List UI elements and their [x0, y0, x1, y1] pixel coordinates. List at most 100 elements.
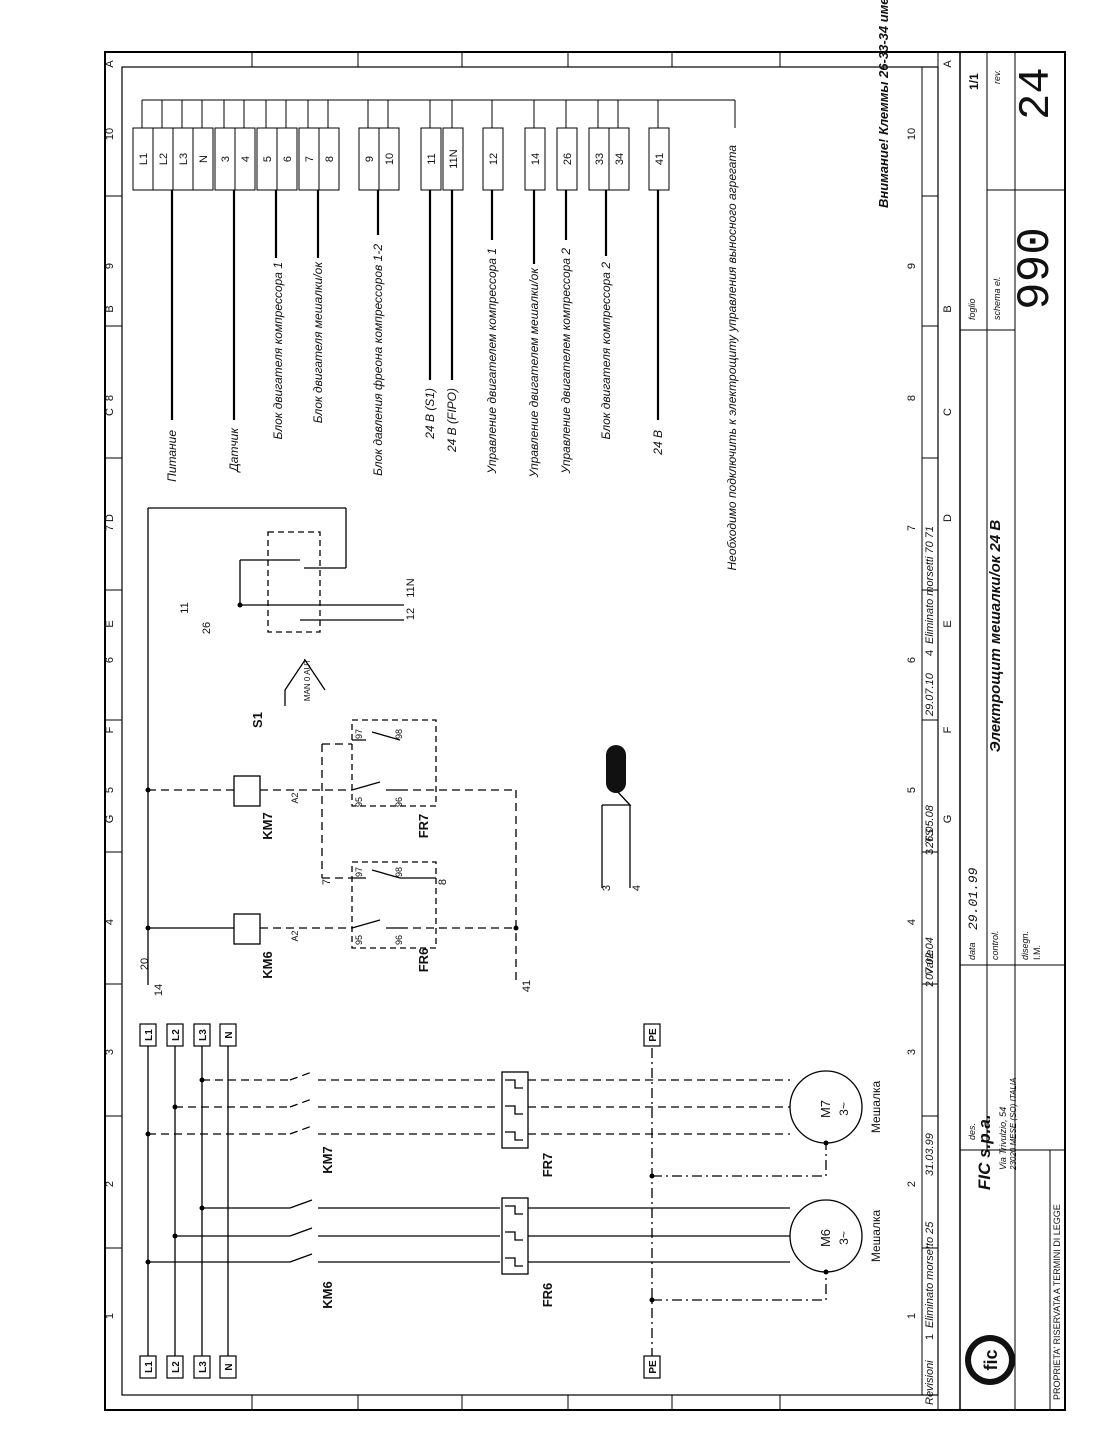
bus-tag: L2: [171, 1029, 182, 1041]
revision-date: 31.03.99: [924, 1133, 936, 1176]
wire-number: 20: [139, 958, 151, 970]
terminal-label: 33: [594, 153, 606, 165]
fic-logo: fic: [965, 1335, 1015, 1385]
col-number: 7: [104, 525, 116, 531]
terminal-description: Управление двигателем компрессора 1: [485, 248, 499, 475]
col-number: 9: [906, 263, 918, 269]
row-letter-bottom: G: [942, 815, 954, 824]
terminal-description: Датчик: [227, 427, 241, 474]
wire-number: 41: [521, 980, 533, 992]
row-letter-top: B: [104, 305, 116, 312]
s1-label: S1: [250, 712, 265, 728]
revision-text: Varie: [924, 950, 936, 975]
revision-text: Eliminato morsetto 25: [924, 1221, 936, 1328]
fr7-contact-label: FR7: [416, 814, 431, 839]
terminal-description: 24 В (FIPO): [445, 388, 459, 453]
bus-tag: PE: [648, 1028, 659, 1042]
bus-tag: L2: [171, 1361, 182, 1373]
motor-label: Мешалка: [869, 1081, 883, 1134]
col-number: 6: [104, 657, 116, 663]
terminal-label: 14: [530, 153, 542, 165]
row-letter-bottom: D: [942, 514, 954, 522]
bus-tag: L1: [144, 1029, 155, 1041]
col-number: 1: [906, 1313, 918, 1319]
bus-tag: L3: [198, 1361, 209, 1373]
row-letter-bottom: C: [942, 408, 954, 416]
outer-frame: [104, 51, 1066, 1411]
terminal-label: 3: [220, 156, 232, 162]
col-number: 2: [104, 1181, 116, 1187]
warning-note: Внимание! Клеммы 26-33-34 имеются только…: [876, 0, 891, 208]
terminal-label: 11N: [448, 149, 460, 168]
row-letter-top: E: [104, 620, 116, 627]
col-number: 3: [104, 1049, 116, 1055]
power-nodes: [145, 1077, 829, 1303]
rev-label: rev.: [992, 70, 1002, 84]
relay-terminal: 97: [354, 729, 364, 739]
terminal-label: N: [198, 155, 210, 163]
data-label: data: [967, 942, 977, 960]
terminal-label: 8: [324, 156, 336, 162]
terminal-label: 5: [262, 156, 274, 162]
des-label: des.: [967, 1123, 977, 1140]
control-section: [147, 507, 632, 985]
company-address-2: 23020 MESE (SO) ITALIA: [1009, 1078, 1018, 1171]
col-number: 1: [104, 1313, 116, 1319]
bus-tag: N: [224, 1031, 235, 1038]
col-number: 10: [906, 128, 918, 140]
terminal-description: Питание: [165, 430, 179, 482]
control-nodes: [145, 602, 519, 931]
wire-number: 7: [321, 879, 333, 885]
terminal-label: L3: [178, 153, 190, 165]
motor-phase: 3~: [837, 1231, 851, 1245]
terminal-label: 34: [614, 153, 626, 165]
terminal-label: 11: [426, 153, 438, 164]
coil-km7-label: KM7: [260, 812, 275, 839]
title-block: [921, 52, 1065, 1410]
terminal-description: Блок давления фреона компрессоров 1-2: [371, 244, 385, 476]
terminal-label: 7: [304, 156, 316, 162]
terminal-label: 6: [282, 156, 294, 162]
terminal-label: L1: [138, 153, 150, 165]
company-name: FIC s.p.a.: [975, 1114, 994, 1190]
bus-tag: PE: [648, 1360, 659, 1374]
revision-text: Eliminato morsetti 70 71: [924, 526, 936, 644]
terminal-wires: [170, 190, 660, 420]
wire-number: 11N: [405, 578, 417, 597]
svg-text:fic: fic: [981, 1349, 1001, 1370]
terminal-description: Необходимо подключить к электрощиту упра…: [725, 145, 739, 571]
terminal-description: 24 В (S1): [423, 388, 437, 440]
disegn-value: I.M.: [1032, 945, 1042, 960]
row-letter-top: A: [104, 60, 116, 68]
wire-number: 8: [437, 879, 449, 885]
revision-text: TS: [924, 828, 936, 843]
probe-sensor: [606, 745, 626, 793]
fr6-contact-label: FR6: [416, 948, 431, 973]
motor-id: M6: [818, 1229, 833, 1247]
col-number: 4: [104, 919, 116, 925]
bus-tag: L1: [144, 1361, 155, 1373]
wire-number: 12: [405, 608, 417, 620]
row-letter-top: C: [104, 408, 116, 416]
control-label: control.: [990, 930, 1000, 960]
km6-label: KM6: [320, 1281, 335, 1308]
row-letter-bottom: E: [942, 620, 954, 627]
company-address-1: Via Trivulzio, 54: [998, 1107, 1008, 1170]
revision-date: 07.02.04: [924, 937, 936, 980]
wire-number: 3: [601, 885, 613, 891]
coil-km6-label: KM6: [260, 951, 275, 978]
terminal-label: 26: [562, 153, 574, 165]
terminal-label: 12: [488, 153, 500, 165]
col-number: 8: [906, 395, 918, 401]
fr6-label: FR6: [540, 1283, 555, 1308]
power-section: [147, 1040, 863, 1372]
terminal-label: L2: [158, 153, 170, 165]
s1-positions: MAN 0 AUT: [303, 659, 312, 701]
terminal-description: Управление двигателем компрессора 2: [559, 248, 573, 475]
col-number: 3: [906, 1049, 918, 1055]
terminal-description: Блок двигателя мешалки/ок: [311, 261, 325, 424]
row-letter-bottom: B: [942, 305, 954, 312]
terminal-description: Блок двигателя компрессора 1: [271, 262, 285, 439]
